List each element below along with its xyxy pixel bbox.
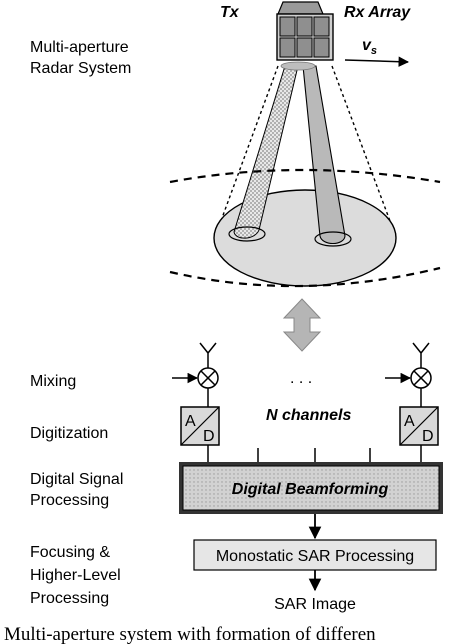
label-dsp-line2: Processing [30,492,109,509]
label-ellipsis: . . . [290,370,312,387]
label-digitization: Digitization [30,425,108,442]
label-dsp-line1: Digital Signal [30,471,123,488]
label-focusing-line1: Focusing & [30,544,110,561]
label-velocity: vs [362,37,377,57]
beamforming-label: Digital Beamforming [232,481,389,498]
right-antenna-icon [412,342,430,368]
illumination-cone [214,65,397,238]
swath-far-edge [169,266,441,288]
right-channel: A D [385,342,439,462]
tx-beam [233,65,299,239]
antenna-array [276,1,334,61]
swath-near-edge [169,168,441,184]
label-rx-array: Rx Array [344,4,411,21]
label-mixing: Mixing [30,373,76,390]
label-tx: Tx [220,4,240,21]
double-arrow [282,298,322,352]
svg-text:D: D [422,428,434,445]
label-focusing-line2: Higher-Level [30,567,121,584]
right-adc-block: A D [399,406,439,446]
svg-text:A: A [404,413,415,430]
beamforming-block: Digital Beamforming [179,462,443,514]
channel-ticks [257,448,371,462]
beam-top-cap [280,61,316,71]
label-focusing-line3: Processing [30,590,109,607]
label-n-channels: N channels [266,407,351,424]
svg-text:A: A [185,413,196,430]
left-channel: A D [172,342,220,462]
label-sar-image: SAR Image [274,596,356,613]
rx-ground-spot [314,231,352,247]
label-radar-system-line1: Multi-aperture [30,39,129,56]
left-antenna-icon [199,342,217,368]
tx-ground-spot [228,226,266,242]
sar-processing-block: Monostatic SAR Processing [193,539,437,571]
figure-caption: Multi-aperture system with formation of … [4,624,376,644]
sar-processing-label: Monostatic SAR Processing [216,548,414,565]
velocity-arrow [344,56,410,67]
svg-text:D: D [203,428,215,445]
rx-beam [302,65,346,245]
left-adc-block: A D [180,406,220,446]
label-radar-system-line2: Radar System [30,60,131,77]
